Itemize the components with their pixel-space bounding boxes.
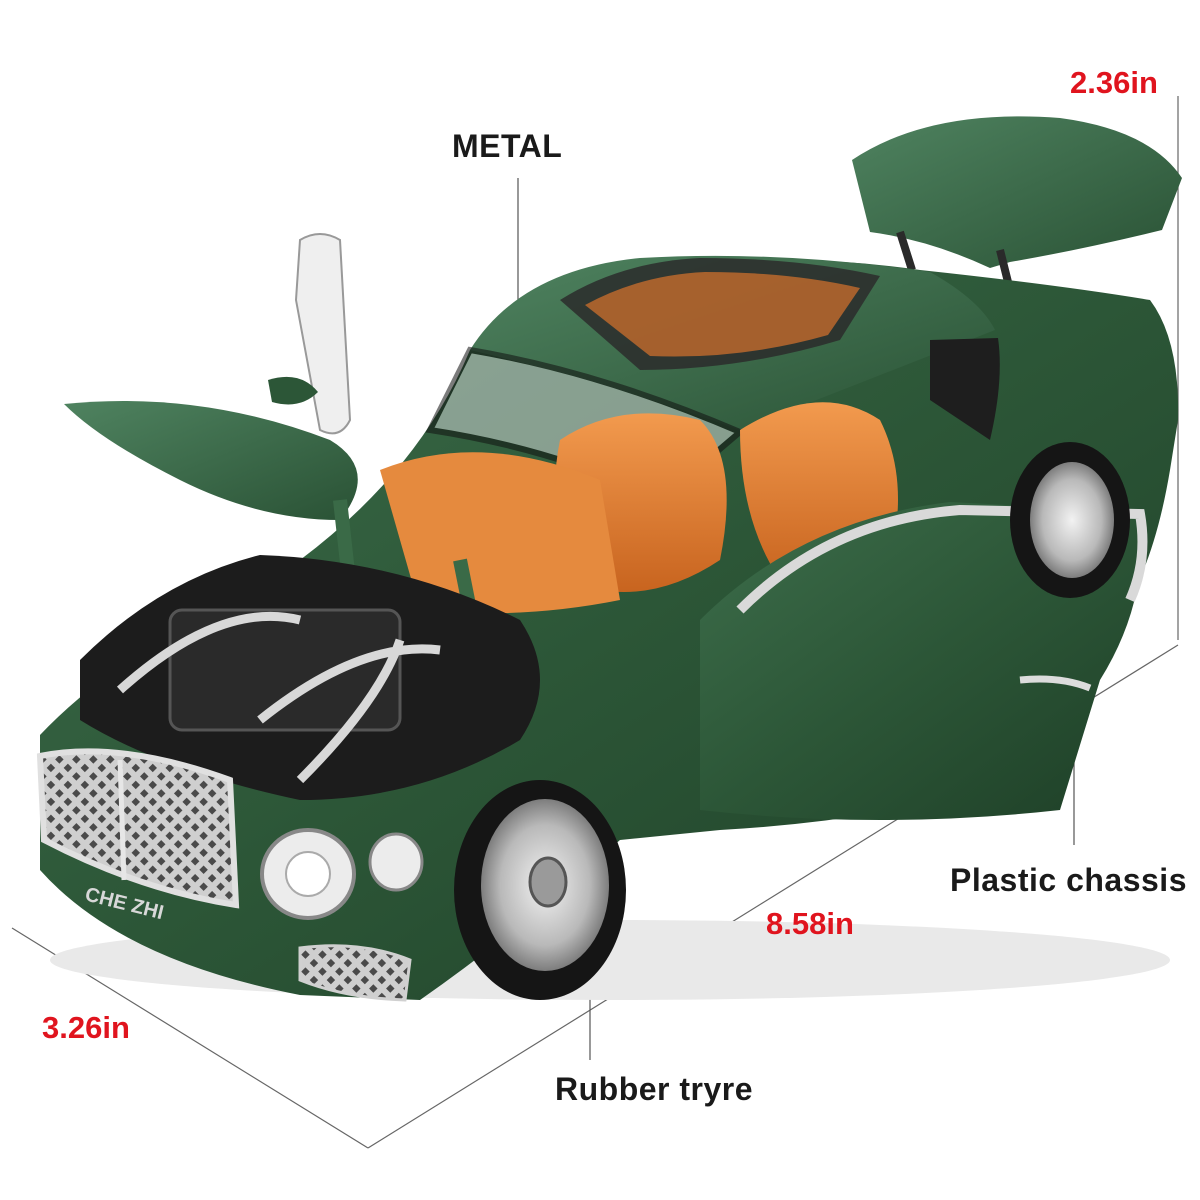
rear-wheel xyxy=(1010,442,1130,598)
left-door-open xyxy=(294,233,352,435)
dashboard xyxy=(380,452,620,614)
sunroof-interior xyxy=(585,272,860,357)
metal-callout-label: METAL xyxy=(452,128,563,164)
width-dimension-label: 3.26in xyxy=(42,1010,130,1045)
front-grille xyxy=(36,748,240,909)
car-body xyxy=(40,259,1179,1000)
right-door-frame xyxy=(736,504,1148,614)
engine-block xyxy=(168,608,402,732)
trunk-lid xyxy=(852,116,1182,268)
hood-open xyxy=(64,400,358,520)
length-dimension-label: 8.58in xyxy=(766,906,854,941)
headlight-lens xyxy=(285,851,331,897)
lower-grille xyxy=(298,944,412,1002)
door-handle xyxy=(1019,675,1092,692)
headlights xyxy=(260,828,424,920)
left-mirror xyxy=(268,376,318,405)
height-dimension-label: 2.36in xyxy=(1070,65,1158,100)
right-door-open xyxy=(700,502,1142,820)
engine-chrome-rails xyxy=(116,611,441,784)
front-wheel xyxy=(454,780,626,1000)
model-car: CHE ZHI xyxy=(36,116,1182,1002)
tyre-callout-label: Rubber tryre xyxy=(555,1071,754,1107)
headlight-small xyxy=(368,832,424,892)
trunk-hinge xyxy=(896,230,1012,283)
chassis-callout-label: Plastic chassis xyxy=(950,862,1187,898)
rear-side-window xyxy=(930,338,1000,440)
